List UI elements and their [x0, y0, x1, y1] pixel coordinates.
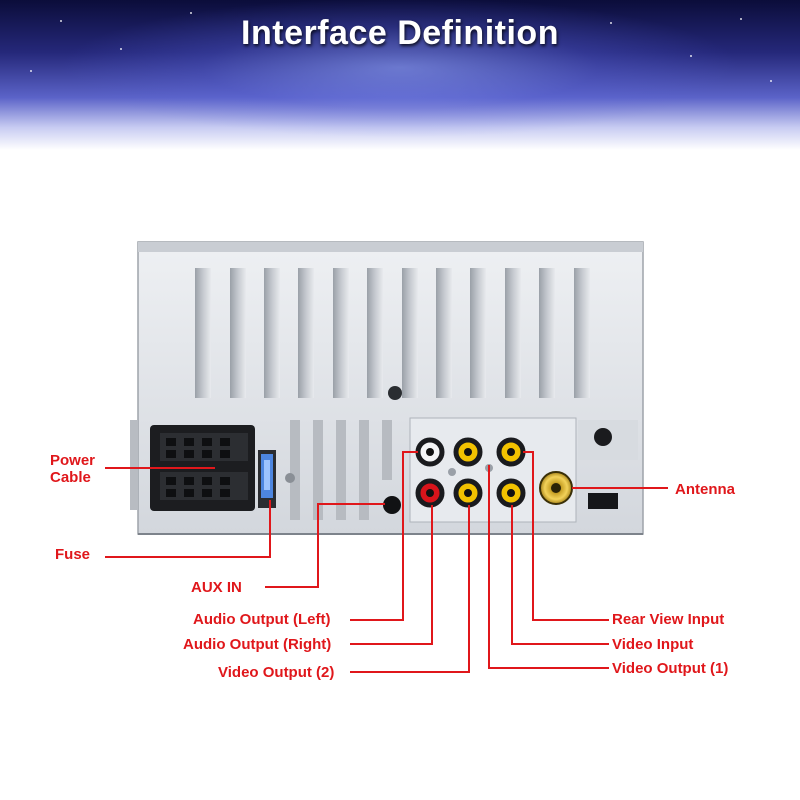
right-section: [578, 420, 638, 509]
banner-title: Interface Definition: [241, 14, 559, 52]
lower-vents: [290, 420, 392, 520]
label-audio-output-right: Audio Output (Right): [183, 636, 332, 653]
fuse-holder: [258, 450, 295, 508]
label-rear-view-input: Rear View Input: [612, 611, 725, 628]
label-antenna: Antenna: [675, 481, 735, 498]
title-banner: Interface Definition: [0, 0, 800, 150]
label-fuse: Fuse: [55, 546, 91, 563]
cooling-fins: [195, 268, 590, 398]
rca-plate: [409, 417, 577, 523]
aux-in-jack: [383, 496, 401, 514]
leader-lines: [105, 451, 668, 673]
label-video-input: Video Input: [612, 636, 694, 653]
label-aux-in: AUX IN: [191, 579, 242, 596]
label-power-cable: Power Cable: [50, 452, 96, 486]
antenna-socket: [539, 471, 573, 505]
mount-screw-hole: [388, 386, 402, 400]
label-audio-output-left: Audio Output (Left): [193, 611, 331, 628]
label-video-output-2: Video Output (2): [218, 664, 335, 681]
label-video-output-1: Video Output (1): [612, 660, 729, 677]
